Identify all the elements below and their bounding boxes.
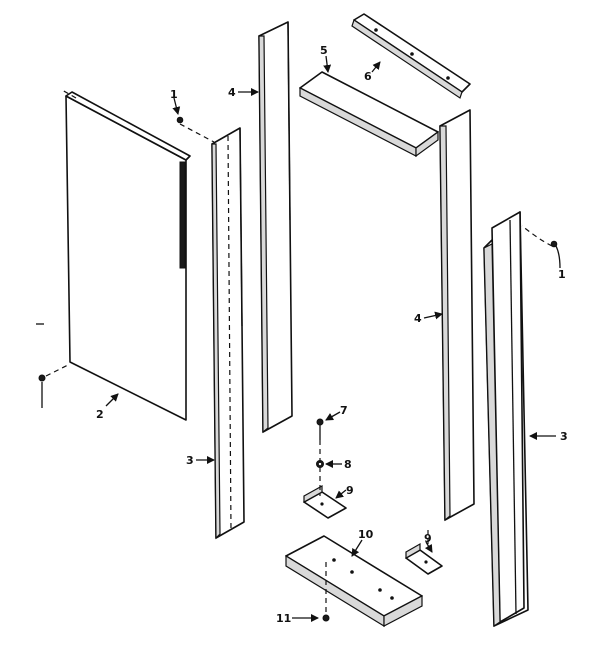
top-plate-part-5: [299, 71, 439, 158]
leader-9-left: [335, 489, 347, 499]
callout-1-left: 1: [170, 88, 178, 101]
bottom-channel-part-10: [285, 535, 423, 628]
small-bracket-part-9-left: [303, 484, 347, 519]
callout-5: 5: [320, 44, 328, 57]
callout-11: 11: [276, 612, 291, 625]
callout-9-right: 9: [424, 532, 432, 545]
callout-1-right: 1: [558, 268, 566, 281]
assembly-line-panel-top: [61, 89, 77, 99]
callout-7: 7: [340, 404, 348, 417]
callout-3-right: 3: [560, 430, 568, 443]
callout-4-left: 4: [228, 86, 236, 99]
screw-lower-left: [38, 374, 46, 408]
assembly-line-lower-left: [45, 363, 71, 377]
screw-part-11: [322, 614, 330, 622]
screw-part-1-left: [176, 116, 184, 124]
callout-6: 6: [364, 70, 372, 83]
screw-part-1-right: [550, 240, 558, 248]
leader-1-left: [172, 97, 181, 115]
leader-5: [323, 55, 332, 73]
assembly-line-1-left: [179, 123, 215, 143]
callout-3-left: 3: [186, 454, 194, 467]
callout-10: 10: [358, 528, 374, 541]
vertical-strip-part-3-left: [211, 127, 245, 540]
channel-strip-part-3-right: [483, 211, 529, 628]
leader-9-right: [424, 541, 433, 553]
assembly-line-1-right: [521, 225, 553, 247]
callout-8: 8: [344, 458, 352, 471]
callout-9-left: 9: [346, 484, 354, 497]
screw-part-7: [316, 418, 324, 440]
leader-1-right: [555, 245, 561, 269]
vertical-strip-part-4-left: [258, 21, 293, 434]
leader-2: [105, 393, 119, 407]
angle-bracket-part-6: [351, 13, 471, 99]
small-bracket-part-9-right: [405, 542, 443, 575]
callout-4-right: 4: [414, 312, 422, 325]
leader-10: [351, 539, 363, 557]
vertical-strip-part-4-right: [439, 109, 475, 522]
leader-7: [325, 411, 341, 421]
callout-2: 2: [96, 408, 104, 421]
side-panel-part-2: [65, 91, 191, 421]
leader-6: [371, 61, 381, 73]
leader-4-right: [423, 311, 443, 320]
